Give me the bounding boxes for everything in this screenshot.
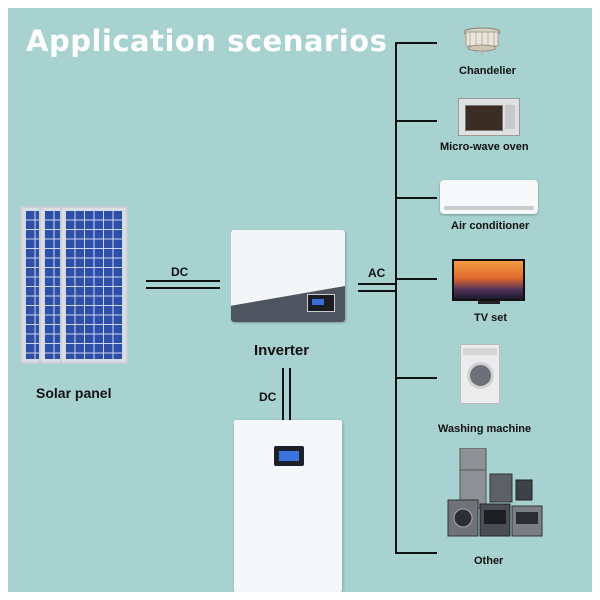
ac-label: AC xyxy=(368,266,386,280)
air-conditioner-icon xyxy=(440,180,538,214)
appliance-label-washing-machine: Washing machine xyxy=(438,423,532,435)
tv-icon xyxy=(452,259,525,301)
dc-label-solar: DC xyxy=(171,265,189,279)
branch-microwave xyxy=(395,120,437,122)
dc-vertical-line-right xyxy=(289,368,291,420)
inverter-icon xyxy=(231,230,345,322)
branch-washing-machine xyxy=(395,377,437,379)
diagram-canvas: Application scenarios Solar panel DC Inv… xyxy=(8,8,592,592)
branch-tv xyxy=(395,278,437,280)
appliance-label-chandelier: Chandelier xyxy=(459,65,516,77)
solar-panel-label: Solar panel xyxy=(36,385,112,401)
appliance-label-air-conditioner: Air conditioner xyxy=(451,220,530,232)
dc-line-top xyxy=(146,280,220,282)
washing-machine-icon xyxy=(460,344,500,404)
branch-other xyxy=(395,552,437,554)
inverter-label: Inverter xyxy=(254,342,310,359)
microwave-icon xyxy=(458,98,520,136)
appliance-label-other: Other xyxy=(474,555,504,567)
ac-bus-line xyxy=(395,42,397,554)
ac-line-top xyxy=(358,283,396,285)
chandelier-icon xyxy=(463,27,501,55)
dc-vertical-line-left xyxy=(282,368,284,420)
ac-line-bottom xyxy=(358,290,396,292)
tv-stand xyxy=(478,301,500,304)
battery-icon xyxy=(234,420,342,592)
appliance-label-tv: TV set xyxy=(474,312,508,324)
kitchen-appliances-icon xyxy=(447,448,543,537)
dc-line-bottom xyxy=(146,287,220,289)
branch-chandelier xyxy=(395,42,437,44)
dc-label-battery: DC xyxy=(259,390,277,404)
appliance-label-microwave: Micro-wave oven xyxy=(440,141,529,153)
page-title: Application scenarios xyxy=(26,24,388,58)
branch-air-conditioner xyxy=(395,197,437,199)
